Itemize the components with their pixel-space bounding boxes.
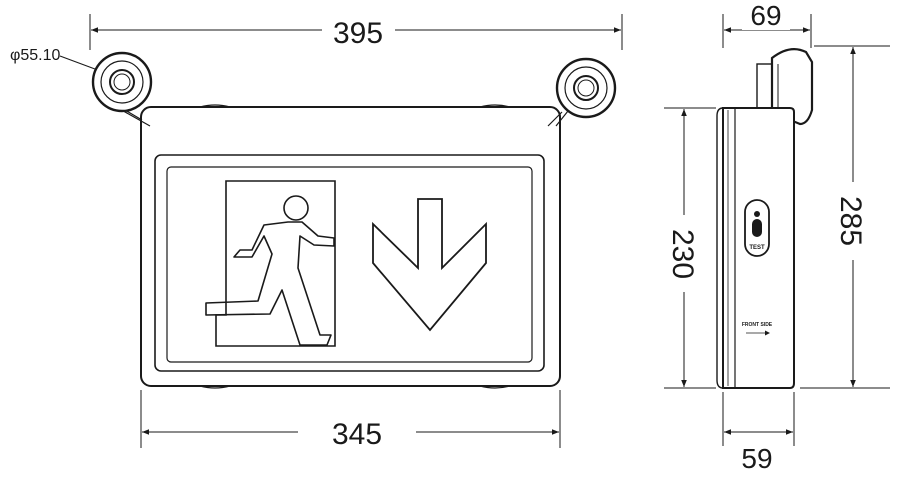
figure-body: [205, 221, 335, 346]
dim-body-height: 230: [666, 229, 699, 279]
dim-69-bg: [742, 4, 790, 30]
dim-overall-width: 395: [333, 17, 383, 50]
test-label: TEST: [749, 245, 765, 251]
dim-depth-top: 69: [750, 0, 781, 31]
figure-head: [283, 195, 309, 221]
lamp-head-left: [91, 51, 153, 113]
dim-housing-width: 345: [332, 418, 382, 451]
diffuser-inner: [166, 166, 533, 363]
dim-lamp-diameter: φ55.10: [10, 47, 61, 64]
running-man-pictogram: [205, 180, 336, 347]
direction-arrow-down-icon: [372, 198, 487, 332]
test-button[interactable]: TEST: [744, 199, 770, 257]
front-side-marker: FRONT SIDE: [742, 322, 773, 336]
front-view: 395 φ55.10: [10, 14, 623, 451]
test-switch-knob: [752, 219, 762, 237]
sign-housing: [140, 106, 561, 387]
test-indicator-led: [754, 211, 760, 217]
lamp-bulb: [113, 73, 131, 91]
dim-depth-bottom: 59: [741, 443, 772, 474]
lamp-bulb: [577, 79, 595, 97]
front-side-label: FRONT SIDE: [742, 322, 773, 328]
body-front-bezel: [716, 107, 724, 389]
front-side-arrow-icon: [765, 330, 770, 336]
door-frame: [215, 180, 336, 347]
side-view: 69 TEST FRONT SIDE 23: [664, 0, 890, 474]
diffuser-frame: [154, 154, 545, 372]
dim-overall-height: 285: [834, 196, 867, 246]
lamp-head-right: [555, 57, 617, 119]
